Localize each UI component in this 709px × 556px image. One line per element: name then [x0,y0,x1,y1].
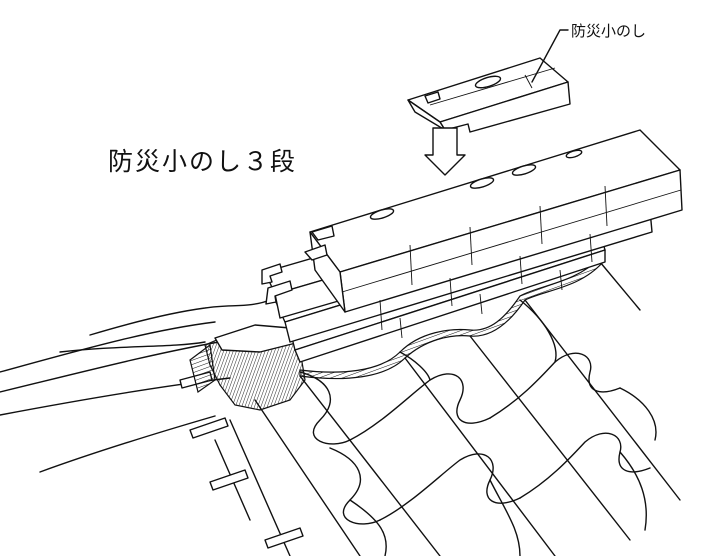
diagram-title: 防災小のし３段 [108,147,297,176]
disaster-noshi-piece [407,29,571,133]
callout-leader [531,29,569,83]
ridge-stack [261,129,683,363]
roof-tiles [0,257,681,556]
down-arrow-icon [424,127,466,176]
callout-label: 防災小のし [571,22,646,40]
